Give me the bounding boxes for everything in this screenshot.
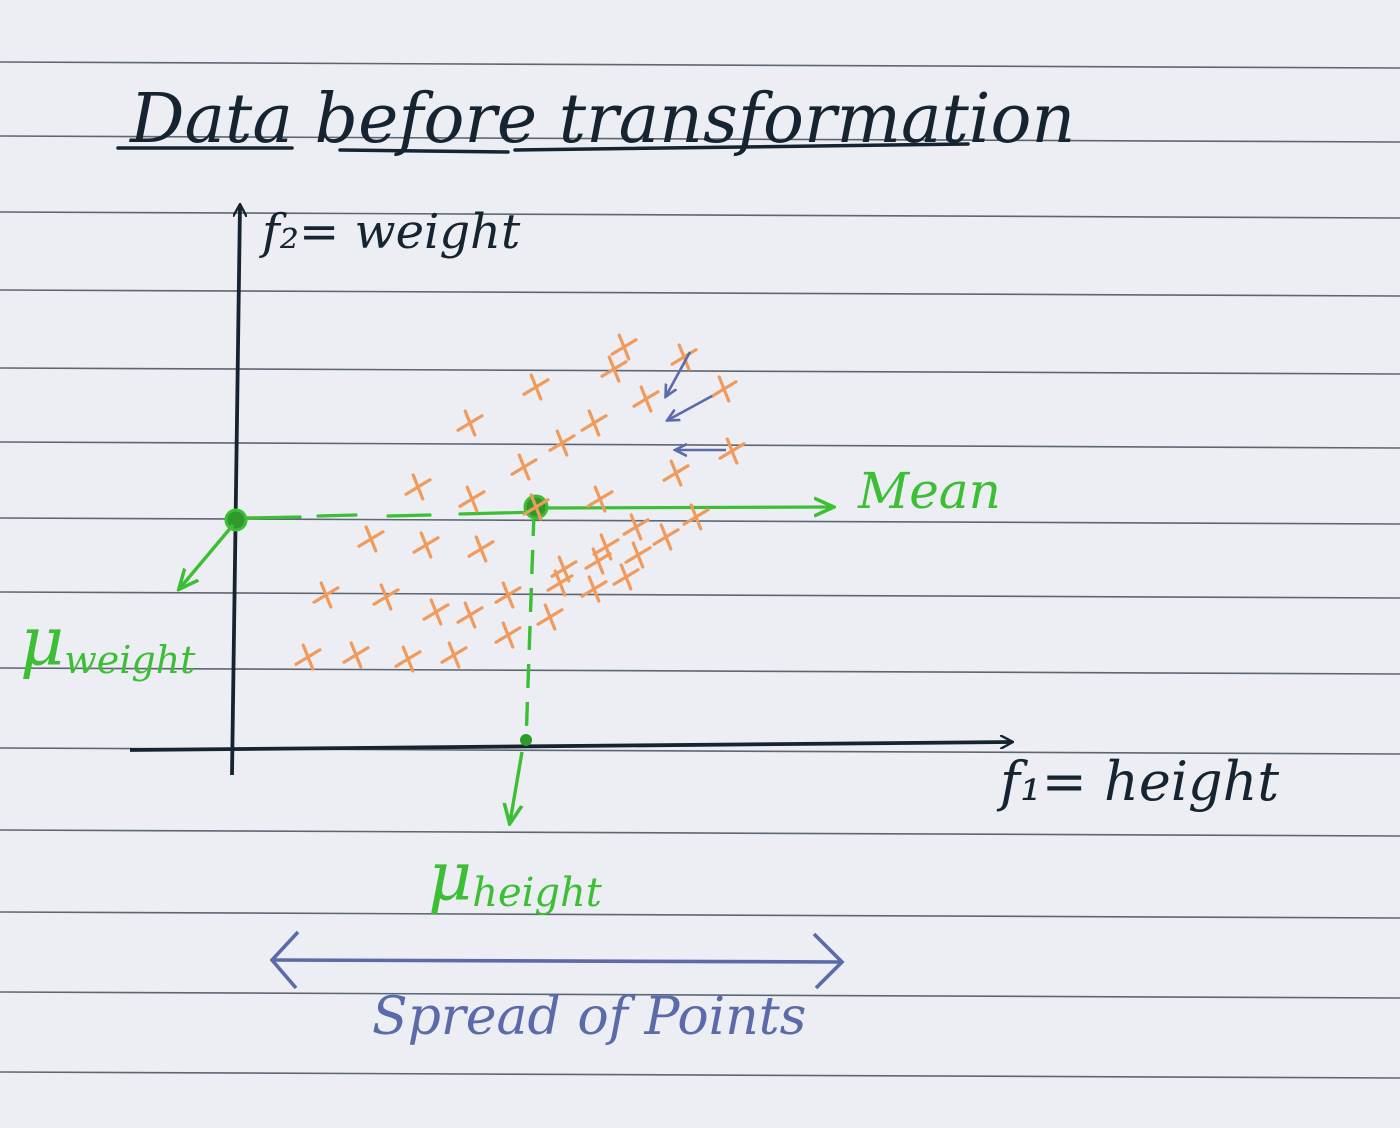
spread-arrow-left-head [269, 930, 300, 990]
scatter-point [586, 485, 614, 513]
mu-weight-symbol: μ [20, 603, 64, 682]
ruled-line [0, 441, 1400, 449]
mean-label: Mean [857, 462, 1001, 520]
ruled-line [0, 829, 1400, 837]
scatter-point [522, 493, 550, 521]
scatter-point [710, 375, 738, 403]
scatter-point [394, 645, 422, 673]
scatter-point [412, 531, 440, 559]
scatter-point [294, 643, 322, 671]
scatter-point [510, 453, 538, 481]
scatter-point [458, 485, 486, 513]
y-axis-line [230, 205, 240, 776]
mean-vertical-dashed [524, 511, 536, 743]
ruled-lines [0, 61, 1400, 1079]
mu-height-dot [520, 734, 532, 746]
mean-arrow [539, 507, 832, 508]
scatter-point [536, 603, 564, 631]
scatter-point [467, 535, 495, 563]
mu-height-subscript: height [472, 870, 603, 916]
scatter-point [600, 355, 628, 383]
mu-weight-subscript: weight [64, 638, 196, 682]
mean-horizontal-dashed [240, 510, 542, 520]
scatter-point [622, 513, 650, 541]
scatter-point [624, 541, 652, 569]
mu-height-arrow [510, 751, 524, 822]
ruled-line [0, 1071, 1400, 1079]
mu-height-symbol: μ [428, 838, 472, 917]
scatter-point [592, 533, 620, 561]
scatter-point [357, 525, 385, 553]
spread-arrow-shaft [271, 958, 843, 964]
scatter-point [548, 429, 576, 457]
scatter-point [550, 555, 578, 583]
scatter-point [610, 333, 638, 361]
scatter-point [372, 583, 400, 611]
ruled-line [0, 367, 1400, 375]
ruled-line [0, 911, 1400, 919]
scatter-point [422, 598, 450, 626]
ruled-line [0, 991, 1400, 999]
scatter-point [632, 385, 660, 413]
ruled-line [0, 61, 1400, 69]
mu-weight-arrow [180, 523, 235, 588]
scatter-point [580, 409, 608, 437]
x-axis-label: f₁= height [996, 750, 1279, 813]
scatter-point [342, 641, 370, 669]
title-underline [116, 142, 970, 154]
scatter-point [652, 523, 680, 551]
scatter-point [718, 437, 746, 465]
scatter-point [580, 575, 608, 603]
scatter-point [522, 373, 550, 401]
spread-arrow-right-head [812, 932, 845, 990]
scatter-point [494, 581, 522, 609]
ruled-line [0, 289, 1400, 297]
mu-height-label: μheight [428, 838, 603, 917]
scatter-point [456, 409, 484, 437]
scatter-point [456, 601, 484, 629]
ruled-line [0, 135, 1400, 143]
spread-small-arrows [666, 351, 726, 450]
blue-arrow-2 [668, 394, 713, 420]
y-axis-label: f₂= weight [259, 204, 521, 260]
scatter-point [312, 581, 340, 609]
scatter-point [494, 621, 522, 649]
spread-label: Spread of Points [372, 987, 806, 1047]
mu-weight-dot [224, 508, 248, 532]
scatter-points [294, 333, 746, 673]
scatter-point [440, 641, 468, 669]
mu-weight-label: μweight [20, 603, 196, 682]
scatter-point [404, 473, 432, 501]
scatter-point [662, 459, 690, 487]
scatter-point [670, 343, 698, 371]
scatter-point [612, 563, 640, 591]
x-axis-line [129, 742, 1012, 752]
blue-arrow-1 [666, 351, 692, 396]
scatter-point [682, 503, 710, 531]
